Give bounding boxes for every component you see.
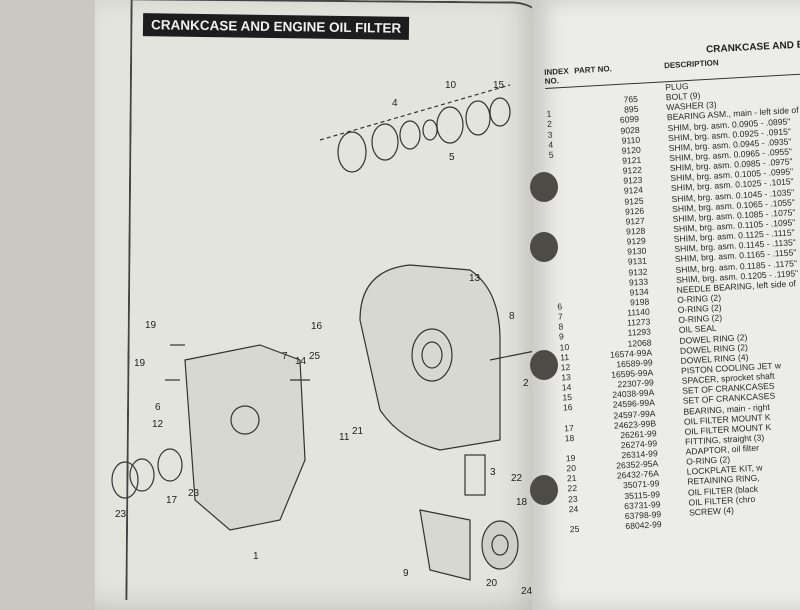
callout-number: 13 (469, 273, 481, 284)
callout-number: 19 (145, 320, 157, 331)
oil-filter (419, 509, 519, 581)
page-title: CRANKCASE AND ENGINE OIL FILTER (142, 13, 410, 40)
callout-number: 17 (166, 495, 178, 506)
callout-number: 8 (509, 311, 515, 322)
binder-hole (530, 232, 558, 262)
binder-hole (530, 475, 558, 505)
callout-number: 2 (523, 378, 529, 389)
callout-number: 23 (115, 509, 127, 520)
callout-number: 21 (352, 426, 364, 437)
callout-number: 20 (486, 578, 498, 589)
right-crankcase (359, 264, 501, 451)
callout-number: 4 (392, 98, 398, 109)
callout-number: 25 (309, 351, 321, 362)
callout-number: 12 (152, 419, 164, 430)
callout-number: 11 (339, 432, 350, 443)
callout-number: 7 (282, 351, 288, 362)
bearing-shim-stack (319, 84, 511, 173)
callout-number: 1 (253, 551, 259, 562)
callout-number: 5 (449, 152, 455, 163)
binder-hole (530, 172, 558, 202)
index-cell: 25 (569, 523, 580, 535)
callout-number: 10 (445, 80, 457, 91)
callout-number: 6 (155, 402, 161, 413)
callout-number: 18 (516, 497, 528, 508)
callout-number: 16 (311, 321, 323, 332)
callout-number: 24 (521, 586, 533, 597)
callout-number: 22 (511, 473, 523, 484)
callout-number: 23 (188, 488, 200, 499)
seals-rings (111, 448, 183, 499)
right-page (532, 0, 800, 610)
callout-number: 15 (493, 80, 505, 91)
callout-number: 14 (295, 356, 307, 367)
callout-number: 9 (403, 568, 409, 579)
left-crankcase (184, 344, 306, 531)
exploded-parts-diagram (111, 84, 541, 581)
binder-hole (530, 350, 558, 380)
callout-number: 3 (490, 467, 496, 478)
col-part: PART NO. (573, 64, 613, 76)
callout-number: 19 (134, 358, 146, 369)
fasteners (165, 344, 541, 496)
col-index: INDEX NO. (544, 66, 569, 86)
